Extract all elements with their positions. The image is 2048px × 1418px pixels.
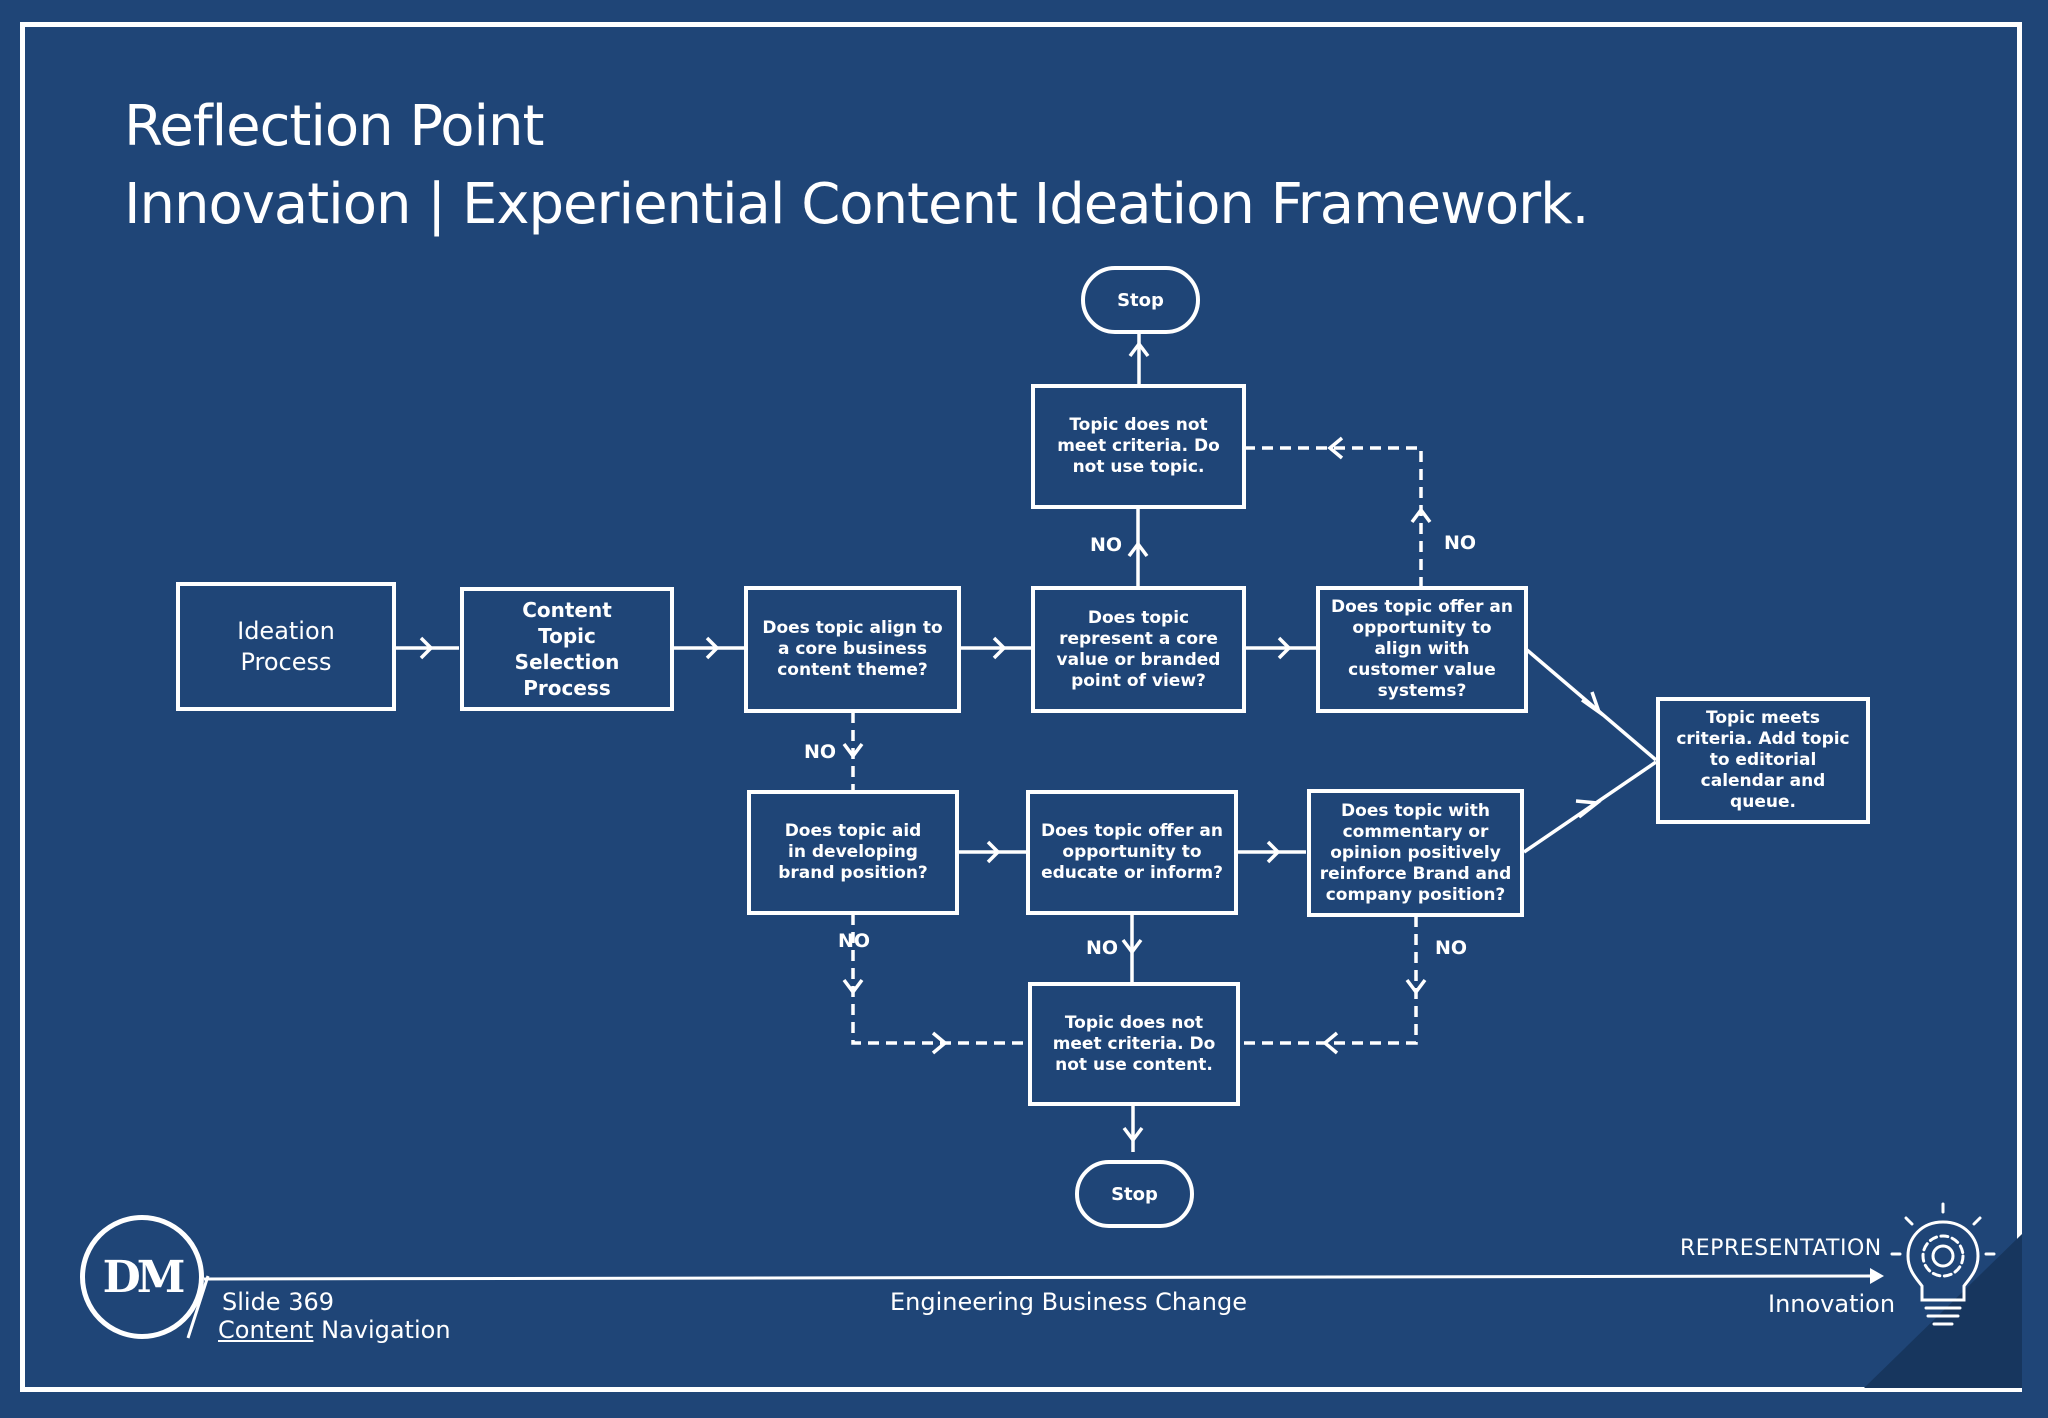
arrowhead [1122, 1126, 1144, 1143]
label-no-core-value: NO [1090, 534, 1123, 556]
edge-brand-not-content [851, 914, 1029, 1045]
arrowhead [1128, 341, 1150, 358]
arrowhead [986, 840, 1001, 864]
arrowhead [1575, 799, 1602, 819]
arrowhead [419, 636, 434, 660]
corner-decoration [1864, 1234, 2022, 1388]
node-ideation-process: Ideation Process [176, 582, 396, 711]
lightbulb-gear-icon [1890, 1202, 1996, 1326]
label-no-customer-value: NO [1444, 532, 1477, 554]
arrowhead [1277, 636, 1292, 660]
arrowhead [705, 636, 720, 660]
edge-commentary-not-content [1238, 916, 1418, 1045]
arrowhead [1127, 541, 1149, 558]
representation-label: REPRESENTATION [1680, 1236, 1882, 1261]
node-customer-value-question: Does topic offer an opportunity to align… [1316, 586, 1528, 713]
content-navigation: Content Navigation [218, 1316, 451, 1344]
arrowhead [1410, 507, 1432, 524]
node-brand-position-question: Does topic aid in developing brand posit… [747, 790, 959, 915]
arrowhead [931, 1031, 948, 1055]
label-no-commentary: NO [1435, 937, 1468, 959]
node-core-value-question: Does topic represent a core value or bra… [1031, 586, 1246, 713]
node-topic-meets-criteria: Topic meets criteria. Add topic to edito… [1656, 697, 1870, 824]
arrowhead [1322, 1031, 1339, 1055]
content-navigation-text: Navigation [313, 1316, 451, 1344]
slide-title: Reflection Point Innovation | Experienti… [124, 88, 1589, 244]
slide-frame [20, 22, 2022, 1392]
label-no-educate: NO [1086, 937, 1119, 959]
node-commentary-question: Does topic with commentary or opinion po… [1307, 789, 1524, 917]
arrowhead [1405, 978, 1427, 995]
title-line-1: Reflection Point [124, 94, 544, 159]
node-stop-bottom: Stop [1075, 1160, 1194, 1228]
category-label: Innovation [1768, 1290, 1896, 1318]
arrowhead [1580, 691, 1603, 717]
arrowhead [842, 742, 864, 759]
title-line-2: Innovation | Experiential Content Ideati… [124, 172, 1589, 237]
arrowhead [1327, 436, 1344, 460]
label-no-brand-position: NO [838, 930, 871, 952]
footer-center-text: Engineering Business Change [890, 1288, 1247, 1316]
content-navigation-link[interactable]: Content [218, 1316, 314, 1344]
slide-number: Slide 369 [222, 1288, 335, 1316]
arrowhead [842, 978, 864, 995]
node-educate-question: Does topic offer an opportunity to educa… [1026, 790, 1238, 915]
arrowhead [992, 636, 1007, 660]
node-content-not-meet-criteria: Topic does not meet criteria. Do not use… [1028, 982, 1240, 1106]
node-align-theme-question: Does topic align to a core business cont… [744, 586, 961, 713]
arrowhead [1266, 840, 1281, 864]
node-content-topic-selection: Content Topic Selection Process [460, 587, 674, 711]
node-stop-top: Stop [1081, 266, 1200, 334]
arrowhead [1121, 938, 1143, 955]
dm-logo[interactable]: DM [80, 1215, 204, 1339]
label-no-align-theme: NO [804, 741, 837, 763]
node-topic-not-meet-criteria: Topic does not meet criteria. Do not use… [1031, 384, 1246, 509]
edge-customer-not-topic [1245, 446, 1423, 588]
